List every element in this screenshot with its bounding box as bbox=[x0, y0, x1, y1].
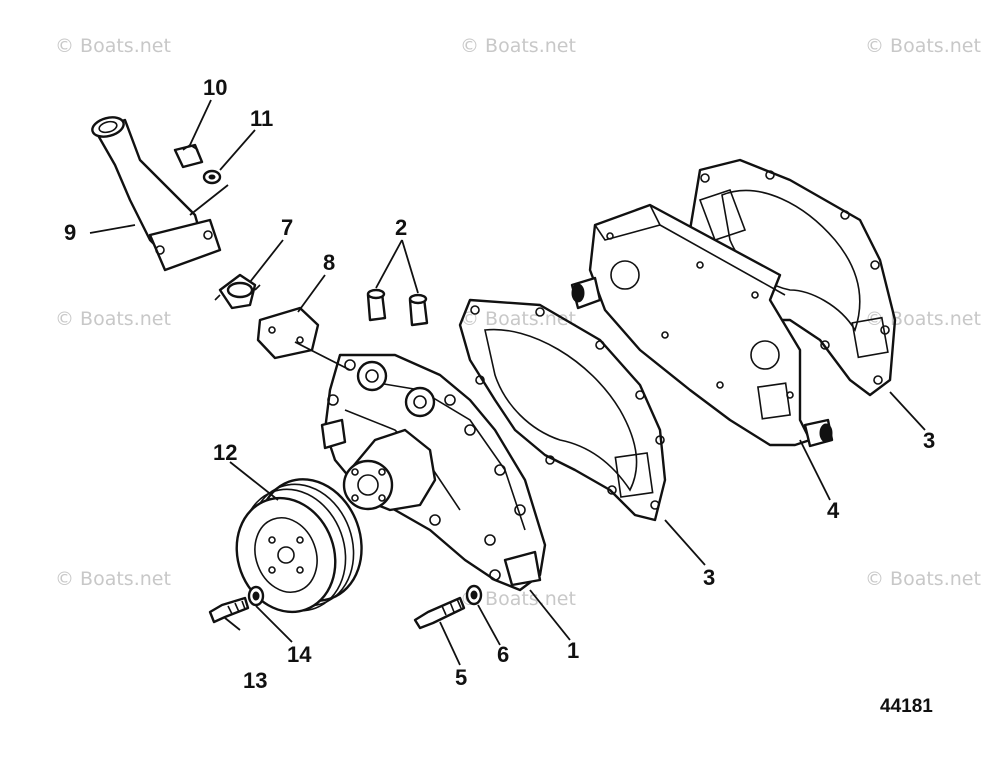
part-12-pulley bbox=[235, 478, 363, 614]
watermark-mid-center: © Boats.net bbox=[460, 308, 576, 330]
callout-10: 10 bbox=[203, 75, 227, 100]
watermark-mid-left: © Boats.net bbox=[55, 308, 171, 330]
callout-5: 5 bbox=[455, 665, 467, 690]
leader-lines bbox=[89, 99, 926, 666]
part-6-washer bbox=[465, 584, 483, 606]
callout-12: 12 bbox=[213, 440, 237, 465]
watermark-top-left: © Boats.net bbox=[55, 35, 171, 57]
watermark-bottom-right: © Boats.net bbox=[865, 568, 981, 590]
callout-3-rear: 3 bbox=[923, 428, 935, 453]
watermark-bottom-left: © Boats.net bbox=[55, 568, 171, 590]
watermark-top-center: © Boats.net bbox=[460, 35, 576, 57]
callout-11: 11 bbox=[250, 106, 273, 131]
figure-reference-number: 44181 bbox=[880, 696, 933, 717]
part-9-elbow bbox=[91, 116, 222, 272]
callouts: 10 11 9 7 8 2 12 13 14 5 6 1 3 4 3 bbox=[64, 75, 935, 693]
part-10-bolt bbox=[173, 143, 204, 169]
callout-1: 1 bbox=[567, 638, 579, 663]
callout-2: 2 bbox=[395, 215, 407, 240]
callout-6: 6 bbox=[497, 642, 509, 667]
watermark-top-right: © Boats.net bbox=[865, 35, 981, 57]
part-11-washer bbox=[202, 169, 222, 185]
callout-8: 8 bbox=[323, 250, 335, 275]
part-5-bolt bbox=[413, 596, 466, 630]
part-8-housing bbox=[256, 306, 320, 360]
part-13-bolt bbox=[208, 596, 250, 624]
callout-13: 13 bbox=[243, 668, 267, 693]
part-7-thermostat bbox=[214, 273, 261, 310]
watermark-bottom-center: © Boats.net bbox=[460, 588, 576, 610]
part-1-water-pump bbox=[320, 353, 547, 592]
watermarks: © Boats.net © Boats.net © Boats.net © Bo… bbox=[55, 35, 981, 610]
part-2-fittings bbox=[366, 288, 429, 327]
callout-4: 4 bbox=[827, 498, 840, 523]
part-14-washer bbox=[247, 585, 265, 607]
part-4-cover-plate bbox=[570, 203, 834, 448]
callout-9: 9 bbox=[64, 220, 76, 245]
part-3-front-gasket bbox=[458, 298, 667, 522]
callout-7: 7 bbox=[281, 215, 293, 240]
callout-14: 14 bbox=[287, 642, 312, 667]
callout-3-front: 3 bbox=[703, 565, 715, 590]
